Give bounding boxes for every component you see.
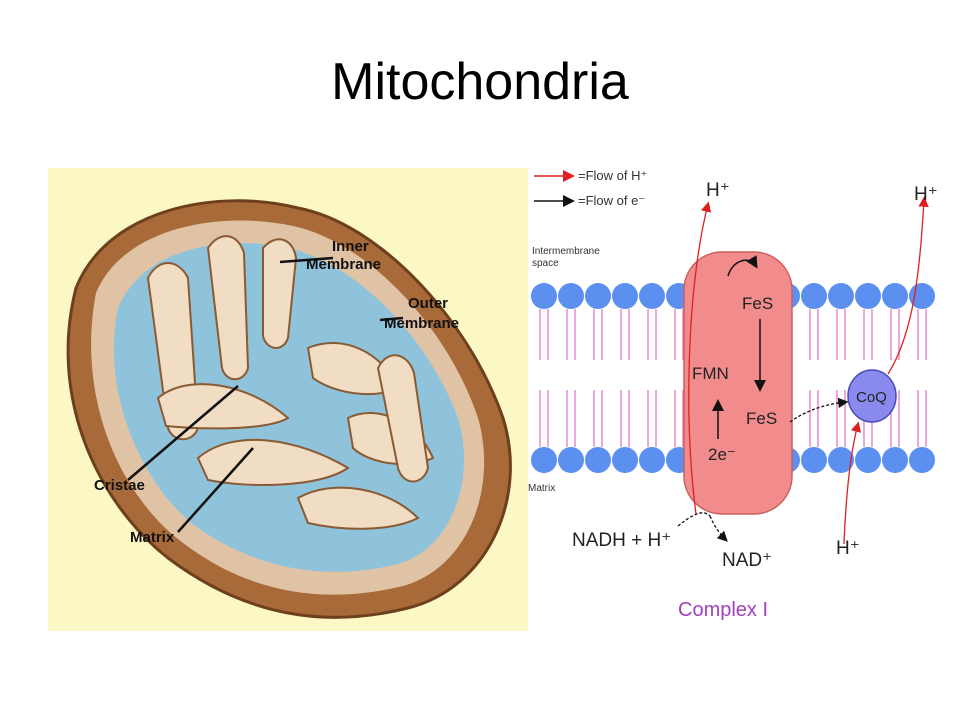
coq-sphere — [847, 369, 897, 423]
lipid-head — [909, 447, 935, 473]
label-matrix: Matrix — [130, 529, 175, 546]
intermembrane-label-1: Intermembrane — [532, 246, 600, 257]
lipid-head — [612, 283, 638, 309]
mitochondrion-illustration: Inner Membrane Outer Membrane Cristae Ma… — [48, 168, 528, 631]
label-inner-membrane-1: Inner — [332, 238, 369, 255]
label-inner-membrane-2: Membrane — [306, 256, 381, 273]
lipid-head — [639, 283, 665, 309]
lipid-head — [882, 447, 908, 473]
slide-title: Mitochondria — [331, 53, 629, 111]
lipid-head — [585, 283, 611, 309]
h-plus-top-left: H⁺ — [706, 180, 730, 201]
complex-i-diagram: =Flow of H⁺ =Flow of e⁻ Intermembrane sp… — [528, 164, 940, 634]
fes-top: FeS — [742, 294, 773, 313]
matrix-label: Matrix — [528, 483, 555, 494]
lipid-head — [558, 447, 584, 473]
lipid-head — [612, 447, 638, 473]
h-plus-bottom: H⁺ — [836, 538, 860, 559]
lipid-head — [558, 283, 584, 309]
nad-label: NAD⁺ — [722, 550, 772, 571]
fmn: FMN — [692, 364, 729, 383]
matrix-shape — [113, 243, 465, 572]
label-cristae: Cristae — [94, 477, 145, 494]
lipid-head — [855, 283, 881, 309]
lipid-head — [639, 447, 665, 473]
legend-flow-e: =Flow of e⁻ — [578, 193, 645, 208]
coq-label: CoQ — [856, 389, 887, 406]
label-outer-membrane-1: Outer — [408, 295, 448, 312]
fes-bottom: FeS — [746, 409, 777, 428]
lipid-head — [855, 447, 881, 473]
complex-i-svg: =Flow of H⁺ =Flow of e⁻ Intermembrane sp… — [528, 168, 938, 621]
lipid-head — [882, 283, 908, 309]
intermembrane-label-2: space — [532, 258, 559, 269]
lipid-head — [585, 447, 611, 473]
lipid-head — [828, 447, 854, 473]
lipid-head — [531, 283, 557, 309]
mitochondrion-svg: Inner Membrane Outer Membrane Cristae Ma… — [66, 199, 512, 619]
lipid-head — [531, 447, 557, 473]
lipid-head — [801, 283, 827, 309]
label-outer-membrane-2: Membrane — [384, 315, 459, 332]
lipid-head — [828, 283, 854, 309]
complex-i-title: Complex I — [678, 599, 768, 621]
nadh-label: NADH + H⁺ — [572, 530, 671, 551]
legend-flow-h: =Flow of H⁺ — [578, 168, 647, 183]
complex-i-body — [683, 251, 793, 515]
two-electrons: 2e⁻ — [708, 445, 736, 464]
h-plus-top-right: H⁺ — [914, 184, 938, 205]
lipid-head — [801, 447, 827, 473]
